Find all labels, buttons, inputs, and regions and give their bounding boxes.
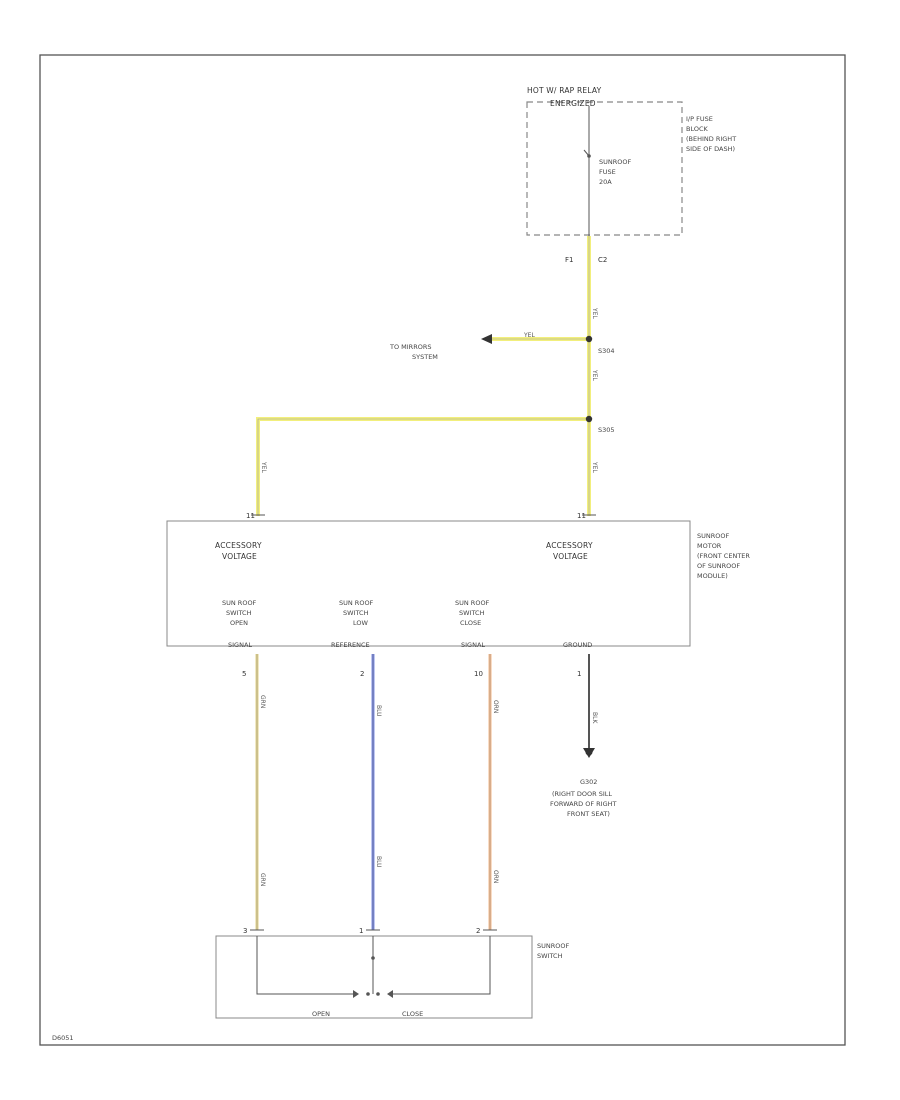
diagram-frame	[39, 54, 846, 1046]
motor-open-4: SIGNAL	[228, 641, 252, 649]
ground-symbol	[583, 748, 595, 758]
wire-tag-low-1: BLU	[375, 705, 382, 717]
yellow-feed-wires: YEL YEL YEL YEL YEL S304 S305 TO MIRRORS…	[256, 236, 615, 516]
motor-pin-acc-right: 11	[577, 512, 586, 520]
wire-tag-low-2: BLU	[375, 856, 382, 868]
wire-tag-yel-branch: YEL	[523, 332, 535, 339]
motor-acc-right-1: ACCESSORY	[546, 541, 593, 550]
switch-pin-low: 1	[359, 927, 363, 935]
motor-name-5: MODULE)	[697, 572, 728, 580]
motor-low-2: SWITCH	[343, 609, 369, 617]
switch-box	[215, 935, 533, 1019]
fuse-block-name-2: BLOCK	[686, 125, 709, 133]
signal-wires: GRN GRN BLU BLU ORN ORN BLK	[255, 654, 598, 930]
switch-name-2: SWITCH	[537, 952, 563, 960]
motor-ground-label: GROUND	[563, 641, 592, 649]
fuse-pin-b: C2	[598, 256, 607, 264]
switch-common-dot	[371, 956, 375, 960]
mirrors-label-1: TO MIRRORS	[389, 343, 431, 351]
relay-label-2: ENERGIZED	[550, 99, 596, 108]
fuse-block-name-4: SIDE OF DASH)	[686, 145, 735, 153]
switch-open-arrow	[353, 990, 359, 998]
switch-open-label: OPEN	[312, 1010, 330, 1018]
footer-code: D6051	[52, 1034, 74, 1042]
ground-name: G302	[580, 778, 597, 786]
fuse-block-name-1: I/P FUSE	[686, 115, 713, 123]
sunroof-motor: 11 11 ACCESSORY VOLTAGE ACCESSORY VOLTAG…	[166, 512, 750, 678]
splice-upper-label: S304	[598, 347, 615, 355]
motor-open-3: OPEN	[230, 619, 248, 627]
fuse-block-outline	[526, 101, 683, 236]
motor-pin-close: 10	[474, 670, 483, 678]
ground-point: G302 (RIGHT DOOR SILL FORWARD OF RIGHT F…	[550, 778, 616, 818]
switch-pin-open: 3	[243, 927, 247, 935]
wire-tag-ground: BLK	[591, 712, 598, 724]
fuse-label-1: SUNROOF	[599, 158, 631, 166]
motor-name-3: (FRONT CENTER	[697, 552, 750, 560]
wire-tag-yel-4: YEL	[260, 461, 267, 473]
ground-location-1: (RIGHT DOOR SILL	[552, 790, 612, 798]
splice-upper-dot	[585, 335, 593, 343]
motor-pin-open: 5	[242, 670, 246, 678]
wire-tag-yel-3: YEL	[591, 461, 598, 473]
switch-contact-right	[376, 992, 380, 996]
switch-name-1: SUNROOF	[537, 942, 569, 950]
motor-close-3: CLOSE	[460, 619, 481, 627]
ground-location-3: FRONT SEAT)	[567, 810, 610, 818]
ground-location-2: FORWARD OF RIGHT	[550, 800, 616, 808]
motor-pin-ground: 1	[577, 670, 581, 678]
motor-open-1: SUN ROOF	[222, 599, 257, 607]
switch-pin-close: 2	[476, 927, 480, 935]
fuse-label-2: FUSE	[599, 168, 616, 176]
relay-label-1: HOT W/ RAP RELAY	[527, 86, 602, 95]
mirrors-arrow	[481, 334, 492, 344]
motor-name-1: SUNROOF	[697, 532, 729, 540]
motor-acc-right-2: VOLTAGE	[553, 552, 588, 561]
switch-close-path	[391, 936, 491, 995]
motor-open-2: SWITCH	[226, 609, 252, 617]
motor-low-1: SUN ROOF	[339, 599, 374, 607]
fuse-block: HOT W/ RAP RELAY ENERGIZED I/P FUSE BLOC…	[526, 86, 736, 264]
switch-close-arrow	[387, 990, 393, 998]
wire-tag-open-1: GRN	[259, 695, 266, 708]
motor-low-4: REFERENCE	[331, 641, 370, 649]
splice-lower-label: S305	[598, 426, 615, 434]
wire-tag-open-2: GRN	[259, 873, 266, 886]
fuse-block-name-3: (BEHIND RIGHT	[686, 135, 736, 143]
fuse-pin-a: F1	[565, 256, 573, 264]
motor-acc-left-2: VOLTAGE	[222, 552, 257, 561]
motor-box	[166, 520, 691, 647]
fuse-element-dot	[587, 154, 591, 158]
wire-tag-close-1: ORN	[492, 700, 499, 713]
wire-tag-yel-1: YEL	[591, 307, 598, 319]
switch-contact-left	[366, 992, 370, 996]
wire-tag-close-2: ORN	[492, 870, 499, 883]
motor-name-4: OF SUNROOF	[697, 562, 740, 570]
motor-acc-left-1: ACCESSORY	[215, 541, 262, 550]
sunroof-switch: 3 1 2 SUNROOF SWITCH OPEN CLOSE	[215, 927, 569, 1019]
motor-pin-low: 2	[360, 670, 364, 678]
fuse-label-3: 20A	[599, 178, 612, 186]
yellow-wire-left	[256, 417, 589, 516]
motor-close-4: SIGNAL	[461, 641, 485, 649]
motor-pin-acc-left: 11	[246, 512, 255, 520]
motor-close-2: SWITCH	[459, 609, 485, 617]
motor-close-1: SUN ROOF	[455, 599, 490, 607]
motor-name-2: MOTOR	[697, 542, 722, 550]
switch-close-label: CLOSE	[402, 1010, 423, 1018]
wire-tag-yel-2: YEL	[591, 369, 598, 381]
yellow-wire-left-core	[257, 418, 589, 516]
splice-lower-dot	[585, 415, 593, 423]
switch-open-path	[256, 936, 355, 995]
mirrors-label-2: SYSTEM	[412, 353, 438, 361]
motor-low-3: LOW	[353, 619, 369, 627]
